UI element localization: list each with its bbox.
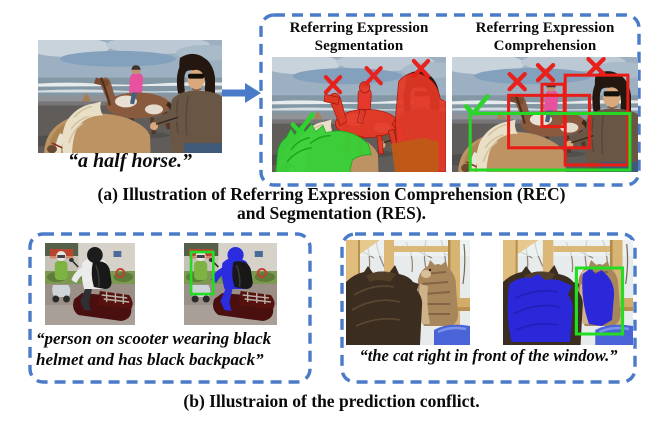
caption-a-line2: and Segmentation (RES). [236, 203, 427, 223]
cat-image-prediction [503, 240, 633, 345]
comprehension-result-image [452, 57, 638, 172]
flow-arrow-icon [222, 83, 261, 103]
segmentation-mask-green [275, 122, 372, 172]
prediction-boxes-red [507, 73, 630, 167]
seg-panel-title: Referring Expression Segmentation [289, 20, 429, 54]
prediction-box-green [189, 250, 215, 296]
caption-a: (a) Illustration of Referring Expression… [0, 185, 663, 223]
cat-image-original [346, 240, 470, 345]
scooter-image-original [45, 243, 135, 325]
caption-a-line1: (a) Illustration of Referring Expression… [97, 184, 566, 204]
segmentation-mask-orange [391, 137, 439, 172]
scooter-query-line1: “person on scooter wearing black [36, 329, 272, 348]
query-caption: “a half horse.” [68, 150, 192, 172]
rec-res-panel: Referring Expression Segmentation Referr… [259, 13, 641, 187]
comp-panel-title: Referring Expression Comprehension [475, 20, 615, 54]
conflict-panel-cat: “the cat right in front of the window.” [340, 232, 637, 384]
scooter-query-line2: helmet and has black backpack” [36, 350, 264, 369]
query-image-horses [38, 40, 222, 153]
caption-b: (b) Illustraion of the prediction confli… [183, 391, 480, 411]
segmentation-mask-blue [507, 268, 615, 342]
scooter-image-prediction [184, 243, 277, 325]
prediction-box-green [468, 111, 632, 172]
segmentation-result-image [272, 57, 446, 172]
prediction-box-green [574, 266, 625, 336]
cat-query-caption: “the cat right in front of the window.” [359, 346, 618, 365]
conflict-panel-scooter: “person on scooter wearing black helmet … [28, 232, 312, 384]
scooter-query-caption: “person on scooter wearing black helmet … [36, 328, 271, 370]
